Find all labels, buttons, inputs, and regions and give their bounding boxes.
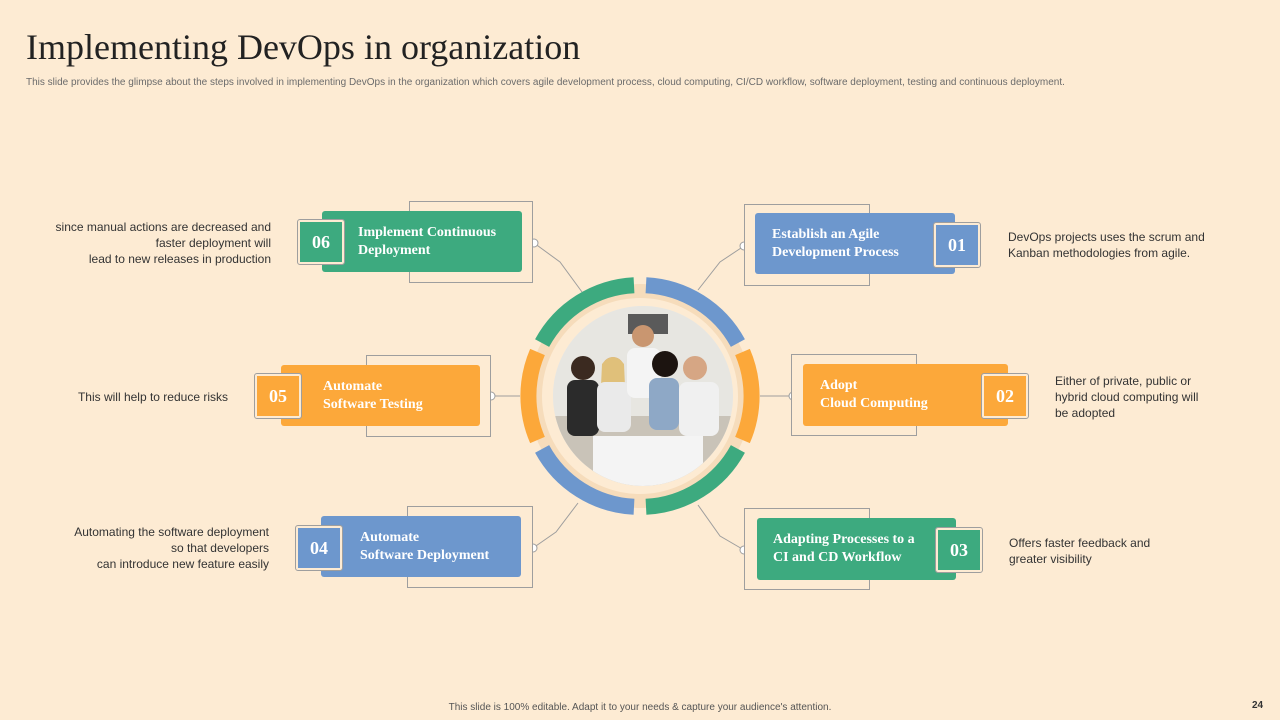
step-03-title-line1: Adapting Processes to a	[773, 532, 915, 547]
step-02-title-line1: Adopt	[820, 378, 858, 393]
step-02-desc-line: be adopted	[1055, 406, 1116, 420]
step-04-description: Automating the software deployment so th…	[20, 524, 269, 572]
step-05-number: 05	[254, 373, 302, 419]
step-01-description: DevOps projects uses the scrum and Kanba…	[1008, 229, 1258, 261]
page-number: 24	[1252, 700, 1264, 711]
step-04-title-line2: Software Deployment	[360, 547, 490, 563]
step-02-number: 02	[981, 373, 1029, 419]
step-03-box[interactable]: Adapting Processes to a CI and CD Workfl…	[757, 518, 956, 580]
step-04-desc-line: can introduce new feature easily	[96, 557, 269, 571]
step-06-box[interactable]: Implement Continuous Deployment	[322, 211, 522, 272]
slide-footer: This slide is 100% editable. Adapt it to…	[448, 702, 832, 713]
step-01-number: 01	[933, 222, 981, 268]
step-05-desc-line: This will help to reduce risks	[77, 390, 228, 404]
step-04-desc-line: so that developers	[170, 541, 269, 555]
step-02-desc-line: hybrid cloud computing will	[1055, 390, 1199, 404]
team-meeting-photo	[553, 306, 733, 486]
step-06-title-line2: Deployment	[358, 242, 431, 258]
people-illustration	[553, 306, 733, 486]
step-03-number: 03	[935, 527, 983, 573]
step-03-title-line2: CI and CD Workflow	[773, 550, 902, 565]
step-06-desc-line: faster deployment will	[155, 236, 271, 250]
step-05-description: This will help to reduce risks	[20, 389, 228, 405]
step-06-description: since manual actions are decreased and f…	[20, 219, 271, 267]
step-06-desc-line: lead to new releases in production	[88, 252, 271, 266]
step-04-number: 04	[295, 525, 343, 571]
step-02-description: Either of private, public or hybrid clou…	[1055, 373, 1255, 421]
step-04-desc-line: Automating the software deployment	[74, 525, 269, 539]
step-05-title-line2: Software Testing	[323, 396, 423, 412]
step-01-desc-line: DevOps projects uses the scrum and	[1008, 230, 1205, 244]
step-03-desc-line: greater visibility	[1009, 552, 1092, 566]
step-06-title-line1: Implement Continuous	[358, 224, 497, 240]
step-02-desc-line: Either of private, public or	[1055, 374, 1192, 388]
slide-title: Implementing DevOps in organization	[26, 27, 581, 67]
slide-subtitle: This slide provides the glimpse about th…	[26, 77, 1065, 88]
step-03-description: Offers faster feedback and greater visib…	[1009, 535, 1249, 567]
step-01-title-line1: Establish an Agile	[772, 226, 880, 242]
step-04-title-line1: Automate	[360, 529, 420, 545]
step-02-title-line2: Cloud Computing	[820, 396, 928, 411]
step-02-box[interactable]: Adopt Cloud Computing	[803, 364, 1008, 426]
step-06-desc-line: since manual actions are decreased and	[55, 220, 271, 234]
step-01-desc-line: Kanban methodologies from agile.	[1008, 246, 1191, 260]
step-03-desc-line: Offers faster feedback and	[1009, 536, 1151, 550]
step-01-title-line2: Development Process	[772, 244, 899, 260]
step-05-title-line1: Automate	[323, 378, 383, 394]
step-04-box[interactable]: Automate Software Deployment	[321, 516, 521, 577]
step-05-box[interactable]: Automate Software Testing	[281, 365, 480, 426]
step-06-number: 06	[297, 219, 345, 265]
step-01-box[interactable]: Establish an Agile Development Process	[755, 213, 955, 274]
